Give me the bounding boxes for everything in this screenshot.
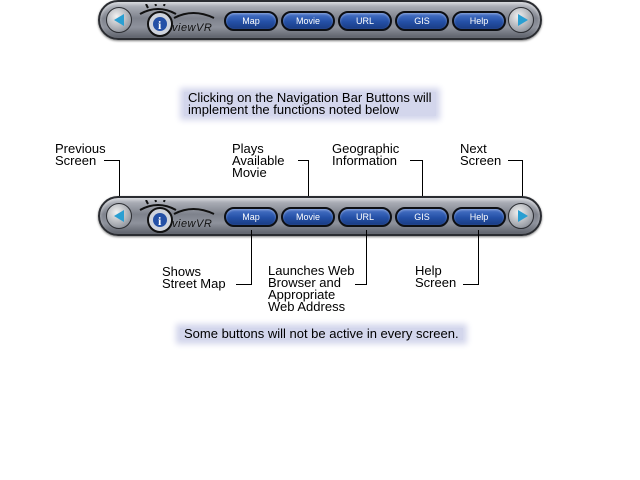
intro-callout: Clicking on the Navigation Bar Buttons w… [184, 90, 436, 117]
connector-line [119, 160, 120, 205]
connector-line [422, 160, 423, 208]
viewvr-logo-icon: i [139, 4, 215, 37]
connector-line [522, 160, 523, 206]
previous-screen-button[interactable] [106, 7, 132, 33]
label-launches-web-browser: Launches Web Browser and Appropriate Web… [268, 263, 355, 314]
navigation-bar-top: i viewVR Map Movie URL GIS Help [98, 0, 542, 40]
connector-line [508, 160, 523, 161]
help-button[interactable]: Help [452, 11, 506, 31]
arrow-right-icon [518, 210, 528, 222]
connector-line [251, 230, 252, 284]
connector-line [104, 160, 120, 161]
movie-button[interactable]: Movie [281, 11, 335, 31]
connector-line [478, 230, 479, 284]
previous-screen-button[interactable] [106, 203, 132, 229]
connector-line [236, 284, 252, 285]
gis-button[interactable]: GIS [395, 207, 449, 227]
next-screen-button[interactable] [508, 203, 534, 229]
map-button[interactable]: Map [224, 11, 278, 31]
connector-line [355, 284, 367, 285]
navigation-bar-example: i viewVR Map Movie URL GIS Help [98, 196, 542, 236]
svg-text:i: i [158, 214, 162, 228]
viewvr-logo-icon: i [139, 200, 215, 233]
connector-line [308, 160, 309, 208]
help-button[interactable]: Help [452, 207, 506, 227]
gis-button[interactable]: GIS [395, 11, 449, 31]
intro-line-2: implement the functions noted below [188, 102, 400, 117]
label-geographic-information: Geographic Information [332, 141, 400, 168]
url-button[interactable]: URL [338, 207, 392, 227]
intro-line-1: Clicking on the Navigation Bar Buttons w… [188, 90, 432, 105]
label-next-screen: Next Screen [460, 141, 502, 168]
logo-text: viewVR [172, 22, 213, 34]
label-shows-street-map: Shows Street Map [162, 264, 226, 291]
url-button[interactable]: URL [338, 11, 392, 31]
connector-line [366, 230, 367, 284]
arrow-left-icon [114, 210, 124, 222]
arrow-right-icon [518, 14, 528, 26]
label-help-screen: Help Screen [415, 263, 457, 290]
connector-line [298, 160, 309, 161]
map-button[interactable]: Map [224, 207, 278, 227]
arrow-left-icon [114, 14, 124, 26]
logo-text: viewVR [172, 218, 213, 230]
connector-line [410, 160, 423, 161]
footer-note: Some buttons will not be active in every… [180, 327, 463, 340]
next-screen-button[interactable] [508, 7, 534, 33]
svg-text:i: i [158, 18, 162, 32]
label-plays-movie: Plays Available Movie [232, 141, 285, 180]
label-previous-screen: Previous Screen [55, 141, 106, 168]
movie-button[interactable]: Movie [281, 207, 335, 227]
connector-line [463, 284, 479, 285]
